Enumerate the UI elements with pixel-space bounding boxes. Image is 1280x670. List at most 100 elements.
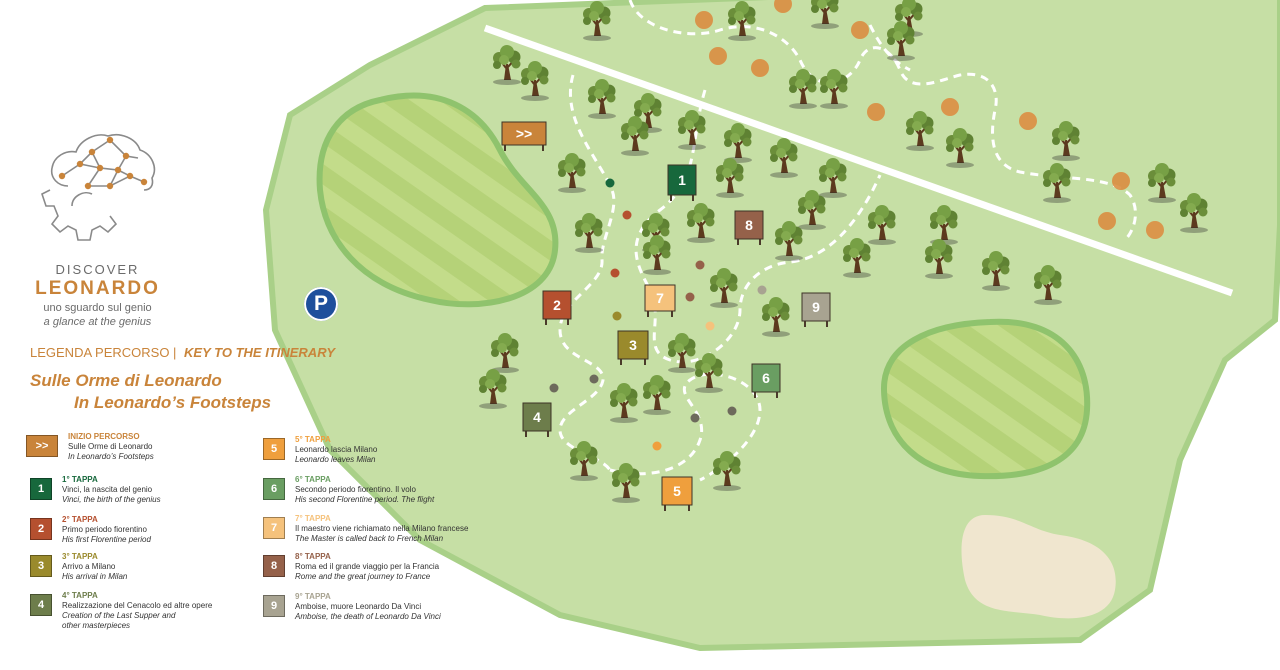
field-right xyxy=(880,318,1091,480)
legend-text-en2: other masterpieces xyxy=(62,621,131,630)
legend-text-it: Amboise, muore Leonardo Da Vinci xyxy=(295,602,422,611)
legend-heading: 4° TAPPA xyxy=(62,591,98,600)
stage-sign-1[interactable]: 1 xyxy=(667,164,697,201)
legend-text-it: Roma ed il grande viaggio per la Francia xyxy=(295,562,440,571)
legend-text-it: Realizzazione del Cenacolo ed altre oper… xyxy=(62,601,213,610)
legend-text-it: Secondo periodo fiorentino. Il volo xyxy=(295,485,416,494)
legend-badge: 3 xyxy=(30,555,52,577)
route-title-en: In Leonardo’s Footsteps xyxy=(74,393,272,412)
stage-sign-2[interactable]: 2 xyxy=(542,290,572,325)
legend-text-en: The Master is called back to French Mila… xyxy=(295,534,444,543)
legend-heading: 1° TAPPA xyxy=(62,475,98,484)
stage-sign-4[interactable]: 4 xyxy=(522,402,552,437)
legend-badge: 9 xyxy=(263,595,285,617)
legend-text-en: His arrival in Milan xyxy=(62,572,128,581)
parking-icon[interactable]: P xyxy=(304,287,338,321)
route-title: Sulle Orme di Leonardo In Leonardo’s Foo… xyxy=(30,370,271,414)
stage-sign-label: 6 xyxy=(762,370,770,386)
legend-text-en: Creation of the Last Supper and xyxy=(62,611,176,620)
sand-area xyxy=(961,515,1116,619)
stage-sign-label: 3 xyxy=(629,337,637,353)
route-title-it: Sulle Orme di Leonardo xyxy=(30,371,222,390)
stage-sign-9[interactable]: 9 xyxy=(801,292,831,327)
legend-heading: INIZIO PERCORSO xyxy=(68,432,140,441)
legend-text-en: Rome and the great journey to France xyxy=(295,572,431,581)
road xyxy=(483,24,1234,297)
stage-sign-label: >> xyxy=(516,126,532,142)
stage-sign-6[interactable]: 6 xyxy=(751,363,781,398)
stage-sign-label: 8 xyxy=(745,217,753,233)
legend-heading: 6° TAPPA xyxy=(295,475,331,484)
legend-text-en: Leonardo leaves Milan xyxy=(295,455,376,464)
legend-badge: 5 xyxy=(263,438,285,460)
stage-start-sign[interactable]: >> xyxy=(501,121,547,151)
park-lawn xyxy=(262,0,1280,652)
legend-badge: 7 xyxy=(263,517,285,539)
legend-text-it: Primo periodo fiorentino xyxy=(62,525,147,534)
legend-text-en: His first Florentine period xyxy=(62,535,151,544)
stage-sign-label: 2 xyxy=(553,297,561,313)
stage-sign-5[interactable]: 5 xyxy=(661,476,693,511)
brand-tagline-it: uno sguardo sul genio xyxy=(43,302,152,314)
legend-heading: 2° TAPPA xyxy=(62,515,98,524)
brain-gear-icon xyxy=(41,134,156,241)
brand-text: DISCOVER LEONARDO uno sguardo sul genio … xyxy=(20,262,175,328)
legend-badge: >> xyxy=(26,435,58,457)
legend-heading: 7° TAPPA xyxy=(295,514,331,523)
stage-sign-label: 4 xyxy=(533,409,541,425)
legend-badge: 8 xyxy=(263,555,285,577)
brand-leonardo: LEONARDO xyxy=(35,278,160,299)
legend-title: LEGENDA PERCORSO | KEY TO THE ITINERARY xyxy=(30,345,335,360)
stage-sign-3[interactable]: 3 xyxy=(617,330,649,365)
legend-heading: 8° TAPPA xyxy=(295,552,331,561)
legend-title-it: LEGENDA PERCORSO | xyxy=(30,345,177,360)
legend-heading: 9° TAPPA xyxy=(295,592,331,601)
legend-text-en: Vinci, the birth of the genius xyxy=(62,495,161,504)
brand-logo xyxy=(40,128,160,253)
legend-badge: 6 xyxy=(263,478,285,500)
path-markers xyxy=(549,178,767,451)
legend-text-en: In Leonardo’s Footsteps xyxy=(68,452,154,461)
stage-sign-7[interactable]: 7 xyxy=(644,284,676,317)
legend-text-en: Amboise, the death of Leonardo Da Vinci xyxy=(295,612,441,621)
legend-text-en: His second Florentine period. The flight xyxy=(295,495,435,504)
stage-sign-label: 1 xyxy=(678,172,686,188)
legend-text-it: Vinci, la nascita del genio xyxy=(62,485,153,494)
stage-sign-label: 7 xyxy=(656,290,664,306)
stage-signs: >> 1 2 3 4 5 6 7 8 9 xyxy=(501,121,831,511)
legend-heading: 5° TAPPA xyxy=(295,435,331,444)
legend-badge: 4 xyxy=(30,594,52,616)
legend-text-it: Leonardo lascia Milano xyxy=(295,445,378,454)
brand-discover: DISCOVER xyxy=(55,262,140,277)
legend-badge: 1 xyxy=(30,478,52,500)
legend-text-it: Arrivo a Milano xyxy=(62,562,116,571)
orchard-circles xyxy=(695,0,1164,239)
field-left xyxy=(316,92,559,308)
stage-sign-label: 5 xyxy=(673,483,681,499)
legend-text-it: Il maestro viene richiamato nella Milano… xyxy=(295,524,469,533)
legend-badge: 2 xyxy=(30,518,52,540)
stage-sign-label: 9 xyxy=(812,299,820,315)
brand-tagline-en: a glance at the genius xyxy=(43,316,152,328)
stage-sign-8[interactable]: 8 xyxy=(734,210,764,245)
